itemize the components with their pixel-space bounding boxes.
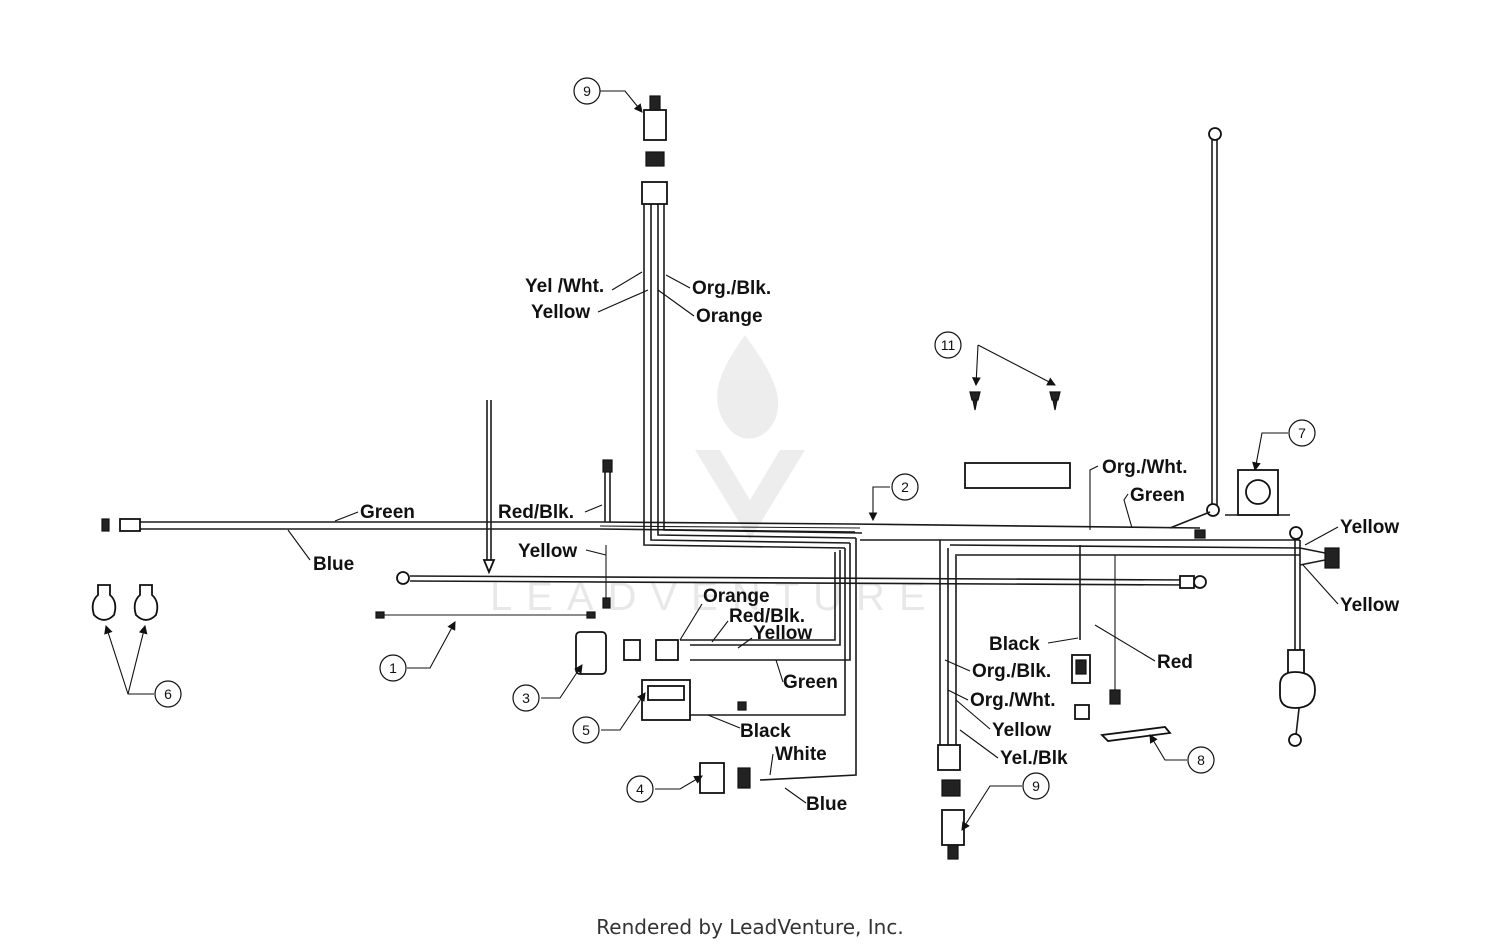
label-yellow-right-top: Yellow	[1340, 517, 1399, 538]
harness-clip	[1100, 726, 1172, 742]
svg-text:3: 3	[522, 690, 530, 706]
label-blue-left: Blue	[313, 554, 354, 575]
callout-1: 1	[379, 654, 407, 682]
pto-connector	[655, 639, 679, 661]
label-red-blk-conn: Red/Blk.	[729, 606, 805, 627]
relay-connector	[1071, 654, 1121, 720]
svg-text:9: 9	[583, 83, 591, 99]
callout-9-bottom: 9	[1022, 772, 1050, 800]
pto-switch	[575, 631, 641, 675]
mounting-bracket	[964, 462, 1071, 489]
label-orange-conn: Orange	[703, 586, 770, 607]
label-black-lower: Black	[740, 721, 791, 742]
ground-cable-ring-bottom	[1206, 503, 1220, 517]
svg-text:11: 11	[941, 337, 956, 353]
leader-lines	[104, 90, 1288, 831]
label-yellow-conn: Yellow	[753, 623, 812, 644]
screws	[969, 391, 1061, 411]
label-white: White	[775, 744, 827, 765]
callout-4: 4	[626, 775, 654, 803]
label-yel-wht: Yel /Wht.	[525, 276, 604, 297]
left-end-plug	[119, 518, 141, 532]
label-yellow-right-bottom: Yellow	[1340, 595, 1399, 616]
footer-credit: Rendered by LeadVenture, Inc.	[596, 915, 903, 939]
label-yellow-top: Yellow	[531, 302, 590, 323]
callout-6: 6	[154, 680, 182, 708]
callout-3: 3	[512, 684, 540, 712]
callout-11: 11	[934, 331, 962, 359]
svg-text:1: 1	[389, 660, 397, 676]
label-org-wht-right: Org./Wht.	[1102, 457, 1187, 478]
label-red-right: Red	[1157, 652, 1193, 673]
callout-7: 7	[1288, 419, 1316, 447]
ignition-switch	[1225, 469, 1290, 516]
callout-8: 8	[1187, 746, 1215, 774]
callout-2: 2	[891, 473, 919, 501]
label-yellow-mid: Yellow	[518, 541, 577, 562]
ground-cable-ring-top	[1208, 127, 1222, 141]
right-end-plug	[1324, 547, 1340, 569]
label-orange-top: Orange	[696, 306, 763, 327]
left-end-terminal	[101, 518, 110, 532]
fuse-cover	[1279, 671, 1316, 709]
battery-cable-ring-right	[1193, 575, 1207, 589]
label-green-right: Green	[1130, 485, 1185, 506]
svg-text:6: 6	[164, 686, 172, 702]
plug-connector-bottom	[941, 779, 965, 860]
callout-5: 5	[572, 716, 600, 744]
label-blue-lower: Blue	[806, 794, 847, 815]
small-lead-plug	[375, 611, 385, 619]
label-org-blk-lower: Org./Blk.	[972, 661, 1051, 682]
svg-text:8: 8	[1197, 752, 1205, 768]
svg-text:4: 4	[636, 781, 644, 797]
label-yel-blk: Yel./Blk	[1000, 748, 1068, 769]
label-red-blk: Red/Blk.	[498, 502, 574, 523]
label-org-wht-lower: Org./Wht.	[970, 690, 1055, 711]
label-green-lower: Green	[783, 672, 838, 693]
control-module	[641, 679, 747, 721]
label-org-blk-top: Org./Blk.	[692, 278, 771, 299]
wire-labels: Yel /Wht. Yellow Org./Blk. Orange Green …	[287, 271, 1399, 815]
seat-switch	[699, 762, 751, 794]
svg-text:7: 7	[1298, 425, 1306, 441]
label-green-left: Green	[360, 502, 415, 523]
battery-cable-ring-left	[396, 571, 410, 585]
top-harness-connector	[641, 181, 668, 205]
lower-harness-connector	[937, 744, 961, 771]
plug-connector-top	[643, 95, 667, 167]
headlight-bulbs	[91, 584, 159, 621]
label-yellow-lower-right: Yellow	[992, 720, 1051, 741]
main-harness	[101, 127, 1340, 781]
svg-text:9: 9	[1032, 778, 1040, 794]
svg-text:5: 5	[582, 722, 590, 738]
callout-9-top: 9	[573, 77, 601, 105]
svg-text:2: 2	[901, 479, 909, 495]
label-black-right: Black	[989, 634, 1040, 655]
